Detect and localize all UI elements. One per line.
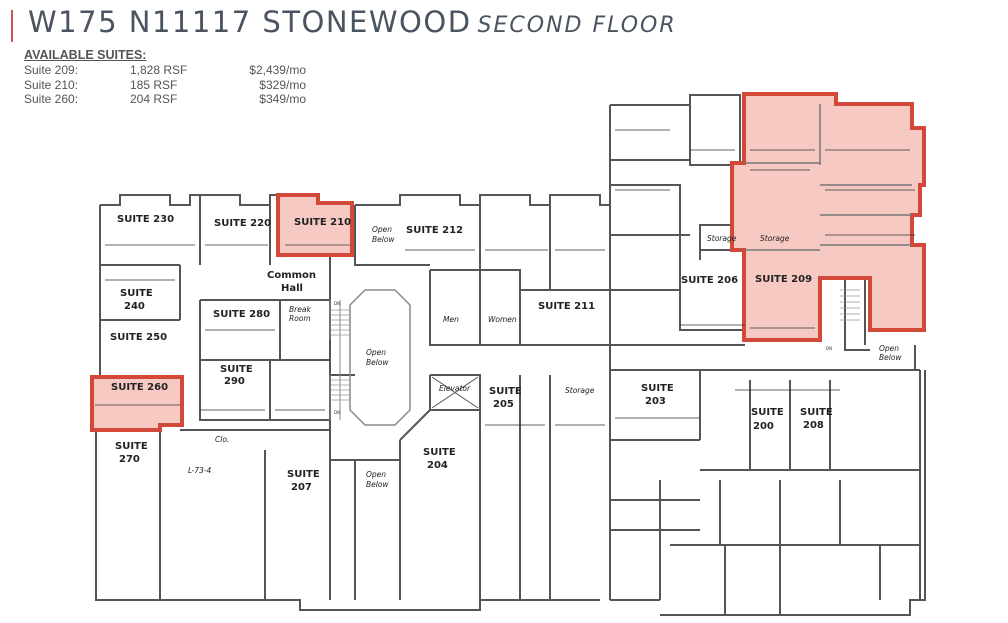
label-suite-205: SUITE bbox=[489, 386, 522, 397]
suite-size: 204 RSF bbox=[130, 92, 178, 106]
label-suite-220: SUITE 220 bbox=[214, 218, 271, 229]
walls bbox=[95, 94, 926, 616]
available-suites-heading: AVAILABLE SUITES: bbox=[24, 48, 147, 62]
label-common-hall: Hall bbox=[281, 283, 303, 294]
label-suite-230: SUITE 230 bbox=[117, 214, 174, 225]
suite-size: 185 RSF bbox=[130, 77, 178, 92]
label-common-hall: Common bbox=[267, 270, 316, 281]
label-stair-down: DN bbox=[334, 410, 340, 415]
suite-row: Suite 260: 204 RSF $349/mo bbox=[24, 92, 306, 107]
suite-210-highlight[interactable] bbox=[276, 193, 354, 257]
suite-name: Suite 209: bbox=[24, 63, 79, 77]
label-suite-290: 290 bbox=[224, 376, 245, 387]
label-suite-200: SUITE bbox=[751, 407, 784, 418]
label-l734: L-73-4 bbox=[188, 466, 212, 475]
label-suite-203: 203 bbox=[645, 396, 666, 407]
label-women-restroom: Women bbox=[488, 315, 517, 324]
suite-260-highlight[interactable] bbox=[90, 375, 184, 432]
room-labels: SUITE 230 SUITE 220 SUITE 210 Open Below… bbox=[110, 214, 902, 493]
label-suite-200: 200 bbox=[753, 421, 774, 432]
label-suite-212: SUITE 212 bbox=[406, 225, 463, 236]
label-suite-207: SUITE bbox=[287, 469, 320, 480]
label-closet: Clo. bbox=[215, 435, 229, 444]
suite-name: Suite 260: bbox=[24, 92, 79, 106]
label-suite-204: SUITE bbox=[423, 447, 456, 458]
label-suite-270: 270 bbox=[119, 454, 140, 465]
label-suite-290: SUITE bbox=[220, 364, 253, 375]
floor-subtitle: SECOND FLOOR bbox=[477, 13, 677, 38]
label-suite-209: SUITE 209 bbox=[755, 274, 812, 285]
label-storage: Storage bbox=[760, 234, 790, 243]
label-suite-210: SUITE 210 bbox=[294, 217, 351, 228]
label-break-room: Room bbox=[289, 314, 311, 323]
suite-name: Suite 210: bbox=[24, 77, 79, 92]
building-name: W175 N11117 STONEWOOD bbox=[28, 5, 472, 39]
label-open-below: Open bbox=[366, 470, 386, 479]
label-storage: Storage bbox=[707, 234, 737, 243]
label-suite-208: 208 bbox=[803, 420, 824, 431]
label-break-room: Break bbox=[289, 305, 311, 314]
label-suite-203: SUITE bbox=[641, 383, 674, 394]
label-stair-down: DN bbox=[826, 346, 832, 351]
label-suite-250: SUITE 250 bbox=[110, 332, 167, 343]
label-open-below: Open bbox=[372, 225, 392, 234]
label-men-restroom: Men bbox=[443, 315, 459, 324]
label-open-below: Open bbox=[879, 344, 899, 353]
label-suite-270: SUITE bbox=[115, 441, 148, 452]
available-suites-list: AVAILABLE SUITES: Suite 209: 1,828 RSF $2,… bbox=[24, 48, 306, 107]
label-suite-280: SUITE 280 bbox=[213, 309, 270, 320]
suite-row: Suite 209: 1,828 RSF $2,439/mo bbox=[24, 63, 306, 78]
suite-row: Suite 210: 185 RSF $329/mo bbox=[24, 78, 306, 93]
label-suite-260: SUITE 260 bbox=[111, 382, 168, 393]
label-suite-207: 207 bbox=[291, 482, 312, 493]
label-suite-206: SUITE 206 bbox=[681, 275, 738, 286]
label-suite-211: SUITE 211 bbox=[538, 301, 595, 312]
label-open-below: Below bbox=[366, 480, 389, 489]
title-accent-bar bbox=[11, 10, 13, 42]
label-stair-down: DN bbox=[334, 301, 340, 306]
suite-size: 1,828 RSF bbox=[130, 63, 188, 77]
suite-rent: $349/mo bbox=[259, 92, 306, 106]
suite-rent: $2,439/mo bbox=[249, 63, 306, 77]
suite-rent: $329/mo bbox=[259, 77, 306, 92]
label-open-below: Open bbox=[366, 348, 386, 357]
label-open-below: Below bbox=[879, 353, 902, 362]
label-elevator: Elevator bbox=[439, 384, 471, 393]
label-suite-240: SUITE bbox=[120, 288, 153, 299]
suite-209-highlight[interactable] bbox=[730, 92, 926, 342]
label-suite-240: 240 bbox=[124, 301, 145, 312]
label-suite-204: 204 bbox=[427, 460, 448, 471]
dimension-lines bbox=[95, 129, 915, 426]
elevator-shaft bbox=[431, 376, 479, 409]
label-storage: Storage bbox=[565, 386, 595, 395]
label-suite-208: SUITE bbox=[800, 407, 833, 418]
label-open-below: Below bbox=[372, 235, 395, 244]
label-open-below: Below bbox=[366, 358, 389, 367]
label-suite-205: 205 bbox=[493, 399, 514, 410]
stairs bbox=[330, 289, 860, 401]
